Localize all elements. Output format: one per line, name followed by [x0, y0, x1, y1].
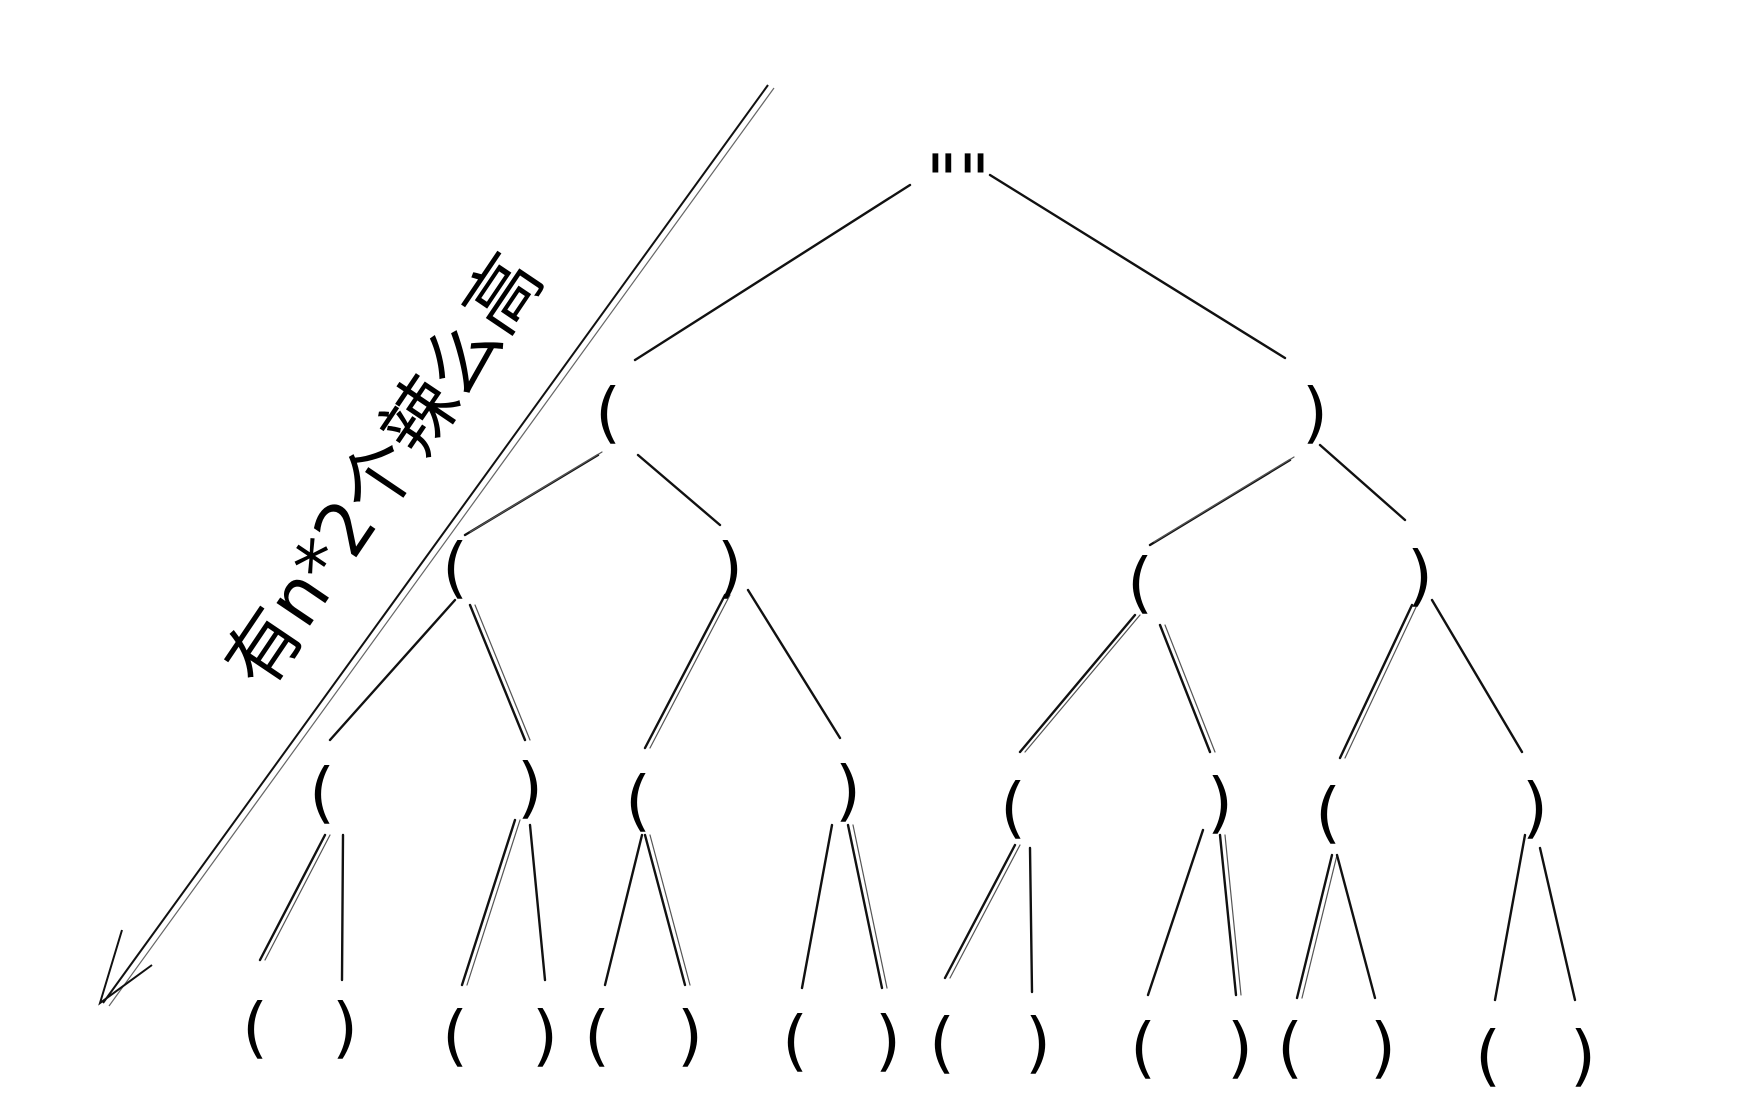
edge-l3a-l4b — [340, 833, 345, 982]
edge-l2a-l3b — [468, 603, 527, 742]
level2-node: ( — [1127, 544, 1153, 621]
level2-node: ( — [442, 529, 468, 606]
level3-node: ) — [517, 749, 543, 826]
level4-node: ( — [584, 997, 610, 1074]
edge-root-left — [633, 183, 912, 362]
edge-l3e-l4i — [943, 843, 1017, 980]
edge-l2b-l3d — [746, 588, 842, 740]
level1-node: ) — [1302, 374, 1328, 451]
edge-root-right — [988, 173, 1287, 360]
edge-l2b-l3c — [643, 593, 727, 750]
edge-l2c-l3f — [1158, 623, 1212, 754]
edge-l3f-l4l — [1218, 833, 1238, 997]
edge-l3d-l4h — [846, 823, 884, 990]
level4-node: ( — [1130, 1009, 1156, 1086]
level4-node: ) — [1570, 1017, 1596, 1094]
level3-node: ) — [1207, 764, 1233, 841]
level4-node: ( — [782, 1002, 808, 1079]
level3-node: ( — [1315, 774, 1341, 851]
edge-l3e-l4j — [1028, 846, 1034, 994]
edge-l2d-l3g — [1338, 603, 1414, 760]
edge-l3a-l4a — [258, 833, 327, 962]
depth-arrow — [98, 84, 775, 1007]
level4-node: ( — [442, 997, 468, 1074]
edge-l3b-l4c — [460, 818, 517, 987]
level2-node: ) — [717, 529, 743, 606]
level3-node: ) — [1522, 769, 1548, 846]
edge-l3h-l4p — [1538, 846, 1577, 1002]
level4-node: ) — [875, 1002, 901, 1079]
level3-node: ) — [835, 752, 861, 829]
level4-node: ) — [332, 989, 358, 1066]
edge-l1b-l2d — [1318, 443, 1407, 522]
level2-node: ) — [1407, 537, 1433, 614]
level3-node: ( — [625, 762, 651, 839]
tree-edges — [258, 173, 1577, 1002]
level4-node: ( — [1277, 1009, 1303, 1086]
edge-l1a-l2b — [636, 453, 722, 527]
level4-node: ( — [1475, 1017, 1501, 1094]
edge-l3d-l4g — [800, 823, 834, 990]
edge-l3g-l4n — [1335, 853, 1377, 1000]
root-node: "" — [926, 140, 990, 222]
level1-node: ( — [595, 374, 621, 451]
arrow-head-icon — [98, 929, 153, 1006]
edge-l2a-l3a — [328, 598, 457, 742]
edge-l3g-l4m — [1295, 853, 1334, 1000]
depth-annotation: 有n*2个辣么高 — [209, 239, 560, 702]
level4-node: ( — [242, 989, 268, 1066]
level4-node: ) — [1370, 1009, 1396, 1086]
edge-l2d-l3h — [1430, 598, 1524, 754]
level4-node: ) — [532, 997, 558, 1074]
tree-nodes: "" ( ) ( ) ( ) ( ) ( ) ( ) ( ) ( ) ( ) (… — [242, 140, 1596, 1094]
level4-node: ) — [1025, 1004, 1051, 1081]
edge-l3c-l4e — [603, 833, 644, 987]
edge-l3f-l4k — [1146, 828, 1205, 997]
edge-l3h-l4o — [1493, 833, 1527, 1002]
edge-l3b-l4d — [528, 823, 547, 982]
level3-node: ( — [1000, 769, 1026, 846]
level4-node: ( — [929, 1004, 955, 1081]
level4-node: ) — [677, 997, 703, 1074]
level4-node: ) — [1227, 1009, 1253, 1086]
edge-l2c-l3e — [1018, 613, 1137, 754]
edge-l3c-l4f — [643, 833, 687, 987]
level3-node: ( — [309, 754, 335, 831]
